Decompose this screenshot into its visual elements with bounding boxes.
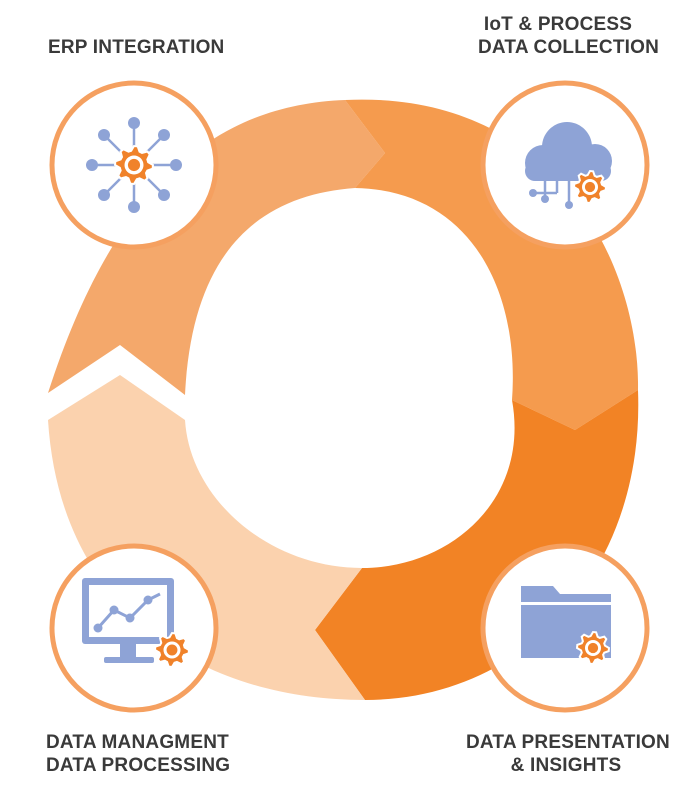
cloud-gear-icon	[525, 122, 612, 209]
stage-label-presentation: DATA PRESENTATION & INSIGHTS	[466, 731, 670, 777]
arrow-iot	[345, 99, 639, 430]
gear-icon	[572, 169, 608, 205]
gear-icon	[575, 630, 611, 666]
stage-label-line: DATA COLLECTION	[478, 37, 660, 58]
gear-icon	[113, 144, 155, 186]
arrow-erp	[48, 100, 385, 395]
stage-label-iot: IoT & PROCESS DATA COLLECTION	[478, 13, 660, 59]
stage-label-line: DATA MANAGMENT	[46, 732, 229, 753]
stage-label-line: DATA PRESENTATION	[466, 732, 670, 753]
stage-label-line: DATA PROCESSING	[46, 755, 231, 776]
folder-gear-icon	[521, 586, 611, 666]
stage-label-management: DATA MANAGMENT DATA PROCESSING	[46, 731, 230, 777]
stage-label-line: & INSIGHTS	[510, 755, 622, 776]
arrow-presentation	[315, 390, 639, 700]
network-gear-icon	[86, 117, 182, 213]
stage-label-line: ERP INTEGRATION	[48, 37, 225, 58]
monitor-chart-gear-icon	[82, 578, 191, 669]
stage-label-erp: ERP INTEGRATION	[48, 36, 224, 59]
stage-label-line: IoT & PROCESS	[483, 14, 633, 35]
arrow-management	[48, 375, 365, 700]
gear-icon	[153, 631, 191, 669]
